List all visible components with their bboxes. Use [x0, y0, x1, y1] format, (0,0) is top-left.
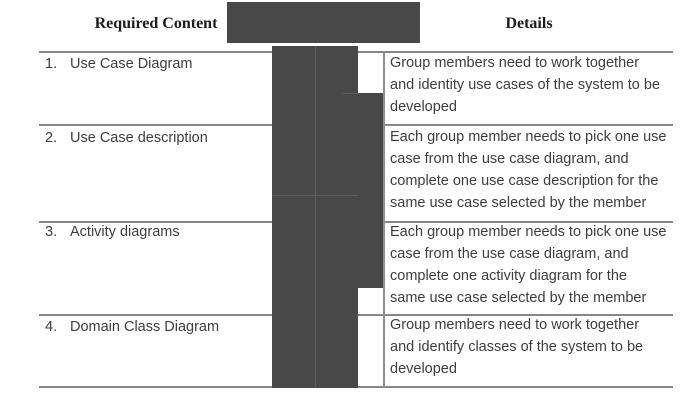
redaction-box-wide: [343, 93, 383, 288]
table-rule-details-left: [383, 51, 385, 388]
row-2-number: 2.: [45, 130, 58, 146]
row-1-number: 1.: [45, 56, 58, 72]
column-header-required-content: Required Content: [94, 15, 218, 32]
redaction-seam-wide-box-top: [343, 93, 360, 94]
column-header-details: Details: [505, 15, 553, 32]
table-row-1-details: Group members need to work together and …: [390, 55, 661, 115]
row-3-label: Activity diagrams: [70, 224, 180, 240]
row-4-number: 4.: [45, 319, 58, 335]
row-3-number: 3.: [45, 224, 58, 240]
redaction-box-tall-left: [272, 46, 315, 388]
row-4-label: Domain Class Diagram: [70, 319, 220, 335]
redaction-box-header: [227, 2, 420, 43]
table-row-3-details: Each group member needs to pick one use …: [390, 224, 667, 306]
redaction-seam-horizontal: [272, 195, 358, 196]
redaction-seam-vertical: [315, 46, 316, 388]
row-1-label: Use Case Diagram: [70, 56, 193, 72]
table-row-4-details: Group members need to work together and …: [390, 317, 644, 377]
row-2-label: Use Case description: [70, 130, 208, 146]
table-row-2-details: Each group member needs to pick one use …: [390, 129, 667, 211]
